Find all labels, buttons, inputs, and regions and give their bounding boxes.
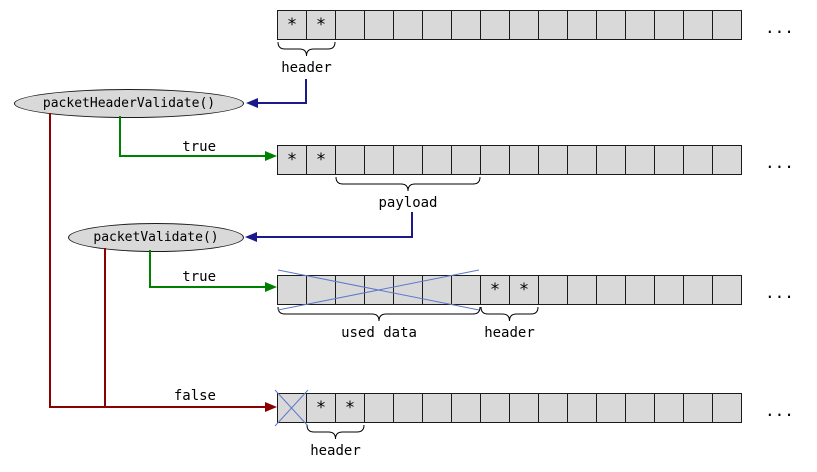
byte-cell: [567, 10, 597, 40]
byte-cell: [364, 10, 394, 40]
byte-cell: [538, 10, 568, 40]
byte-cell: [712, 393, 742, 423]
brace-row3-header: [480, 306, 539, 322]
byte-cell: [683, 275, 713, 305]
byte-cell: [393, 10, 423, 40]
byte-cell: *: [306, 393, 336, 423]
byte-cell: [422, 393, 452, 423]
packet-validate-label: packetValidate(): [93, 230, 219, 245]
byte-cell: [596, 10, 626, 40]
byte-cell: *: [306, 10, 336, 40]
byte-cell: [625, 275, 655, 305]
true-branch-label-2: true: [182, 269, 216, 285]
byte-cell: [422, 275, 452, 305]
byte-cell: [422, 145, 452, 175]
byte-cell: [625, 393, 655, 423]
byte-cell: [596, 393, 626, 423]
byte-cell: [306, 275, 336, 305]
byte-cell: [538, 393, 568, 423]
false-branch-label: false: [173, 388, 216, 404]
byte-cell: [712, 10, 742, 40]
byte-cell: *: [509, 275, 539, 305]
byte-cell: [683, 10, 713, 40]
byte-cell: [393, 145, 423, 175]
arrowhead-false: [265, 402, 277, 412]
packet-validate-node: packetValidate(): [68, 223, 244, 252]
byte-cell: [393, 275, 423, 305]
byte-cell: [451, 145, 481, 175]
byte-cell: [277, 393, 307, 423]
arrowhead-true-1: [265, 151, 277, 161]
byte-cell: *: [277, 145, 307, 175]
brace-row1-header: [277, 41, 336, 57]
byte-cell: [335, 10, 365, 40]
byte-cell: [538, 275, 568, 305]
byte-cell: [654, 393, 684, 423]
row-4-ellipsis: ...: [765, 401, 794, 420]
row-1-ellipsis: ...: [765, 18, 794, 37]
byte-cell: [509, 145, 539, 175]
byte-cell: [335, 145, 365, 175]
byte-cell: [596, 275, 626, 305]
byte-cell: [625, 145, 655, 175]
byte-cell: [712, 275, 742, 305]
byte-cell: *: [277, 10, 307, 40]
byte-cell: [480, 393, 510, 423]
byte-cell: [277, 275, 307, 305]
byte-cell: [480, 145, 510, 175]
byte-array-row-4: **: [277, 393, 742, 423]
row-2-ellipsis: ...: [765, 153, 794, 172]
true-branch-label-1: true: [182, 139, 216, 155]
byte-cell: [364, 145, 394, 175]
brace-row2-payload: [335, 176, 481, 192]
brace-row3-used-data: [277, 306, 481, 322]
byte-array-row-1: **: [277, 10, 742, 40]
byte-cell: [596, 145, 626, 175]
byte-cell: *: [306, 145, 336, 175]
flow-line-header-to-validator: [258, 79, 307, 104]
arrowhead-payload-to-validator: [245, 232, 257, 242]
row-1-header-label: header: [281, 60, 332, 76]
brace-row4-header: [306, 424, 365, 440]
byte-cell: [509, 10, 539, 40]
byte-cell: [364, 393, 394, 423]
byte-cell: [567, 145, 597, 175]
byte-cell: [538, 145, 568, 175]
byte-cell: [451, 275, 481, 305]
byte-cell: [451, 393, 481, 423]
byte-cell: [393, 393, 423, 423]
byte-cell: [335, 275, 365, 305]
byte-cell: [422, 10, 452, 40]
row-4-header-label: header: [310, 443, 361, 459]
byte-cell: [654, 275, 684, 305]
row-3-header-label: header: [484, 325, 535, 341]
byte-cell: [567, 393, 597, 423]
byte-array-row-2: **: [277, 145, 742, 175]
row-3-used-data-label: used data: [341, 325, 417, 341]
byte-cell: [654, 145, 684, 175]
byte-cell: [683, 145, 713, 175]
byte-cell: *: [480, 275, 510, 305]
flow-line-payload-to-validator: [257, 212, 413, 238]
byte-cell: [654, 10, 684, 40]
byte-cell: [509, 393, 539, 423]
byte-cell: [480, 10, 510, 40]
packet-header-validate-label: packetHeaderValidate(): [42, 96, 216, 111]
byte-cell: [451, 10, 481, 40]
byte-cell: [712, 145, 742, 175]
byte-cell: [364, 275, 394, 305]
byte-cell: [567, 275, 597, 305]
packet-header-validate-node: packetHeaderValidate(): [14, 89, 244, 118]
flow-line-false-main: [49, 113, 265, 408]
byte-cell: *: [335, 393, 365, 423]
row-3-ellipsis: ...: [765, 283, 794, 302]
byte-cell: [683, 393, 713, 423]
byte-array-row-3: **: [277, 275, 742, 305]
byte-cell: [625, 10, 655, 40]
row-2-payload-label: payload: [378, 195, 438, 211]
arrowhead-true-2: [265, 282, 277, 292]
arrowhead-header-to-validator: [246, 98, 258, 108]
